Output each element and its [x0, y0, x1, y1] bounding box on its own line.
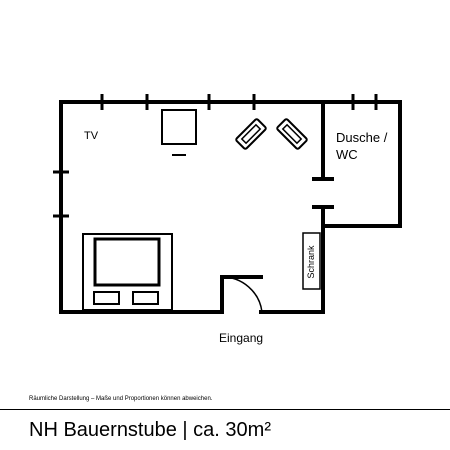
entrance-door-swing: [221, 276, 263, 313]
closet-label: Schrank: [306, 245, 316, 279]
table: [161, 109, 197, 145]
entrance-label: Eingang: [219, 331, 264, 345]
bed: [82, 233, 173, 311]
armchair-left: [235, 118, 267, 150]
bathroom-label: Dusche / WC: [336, 129, 387, 163]
closet: [302, 232, 321, 290]
window-marks: [53, 94, 378, 218]
walls: [59, 100, 402, 314]
armchair-right: [276, 118, 308, 150]
footer-divider: [0, 409, 450, 410]
tv-label: TV: [84, 130, 99, 142]
page-title: NH Bauernstube | ca. 30m²: [29, 419, 271, 441]
bathroom-label-line2: WC: [336, 147, 358, 162]
bathroom-label-line1: Dusche /: [336, 130, 388, 145]
disclaimer-text: Räumliche Darstellung – Maße und Proport…: [29, 396, 213, 402]
